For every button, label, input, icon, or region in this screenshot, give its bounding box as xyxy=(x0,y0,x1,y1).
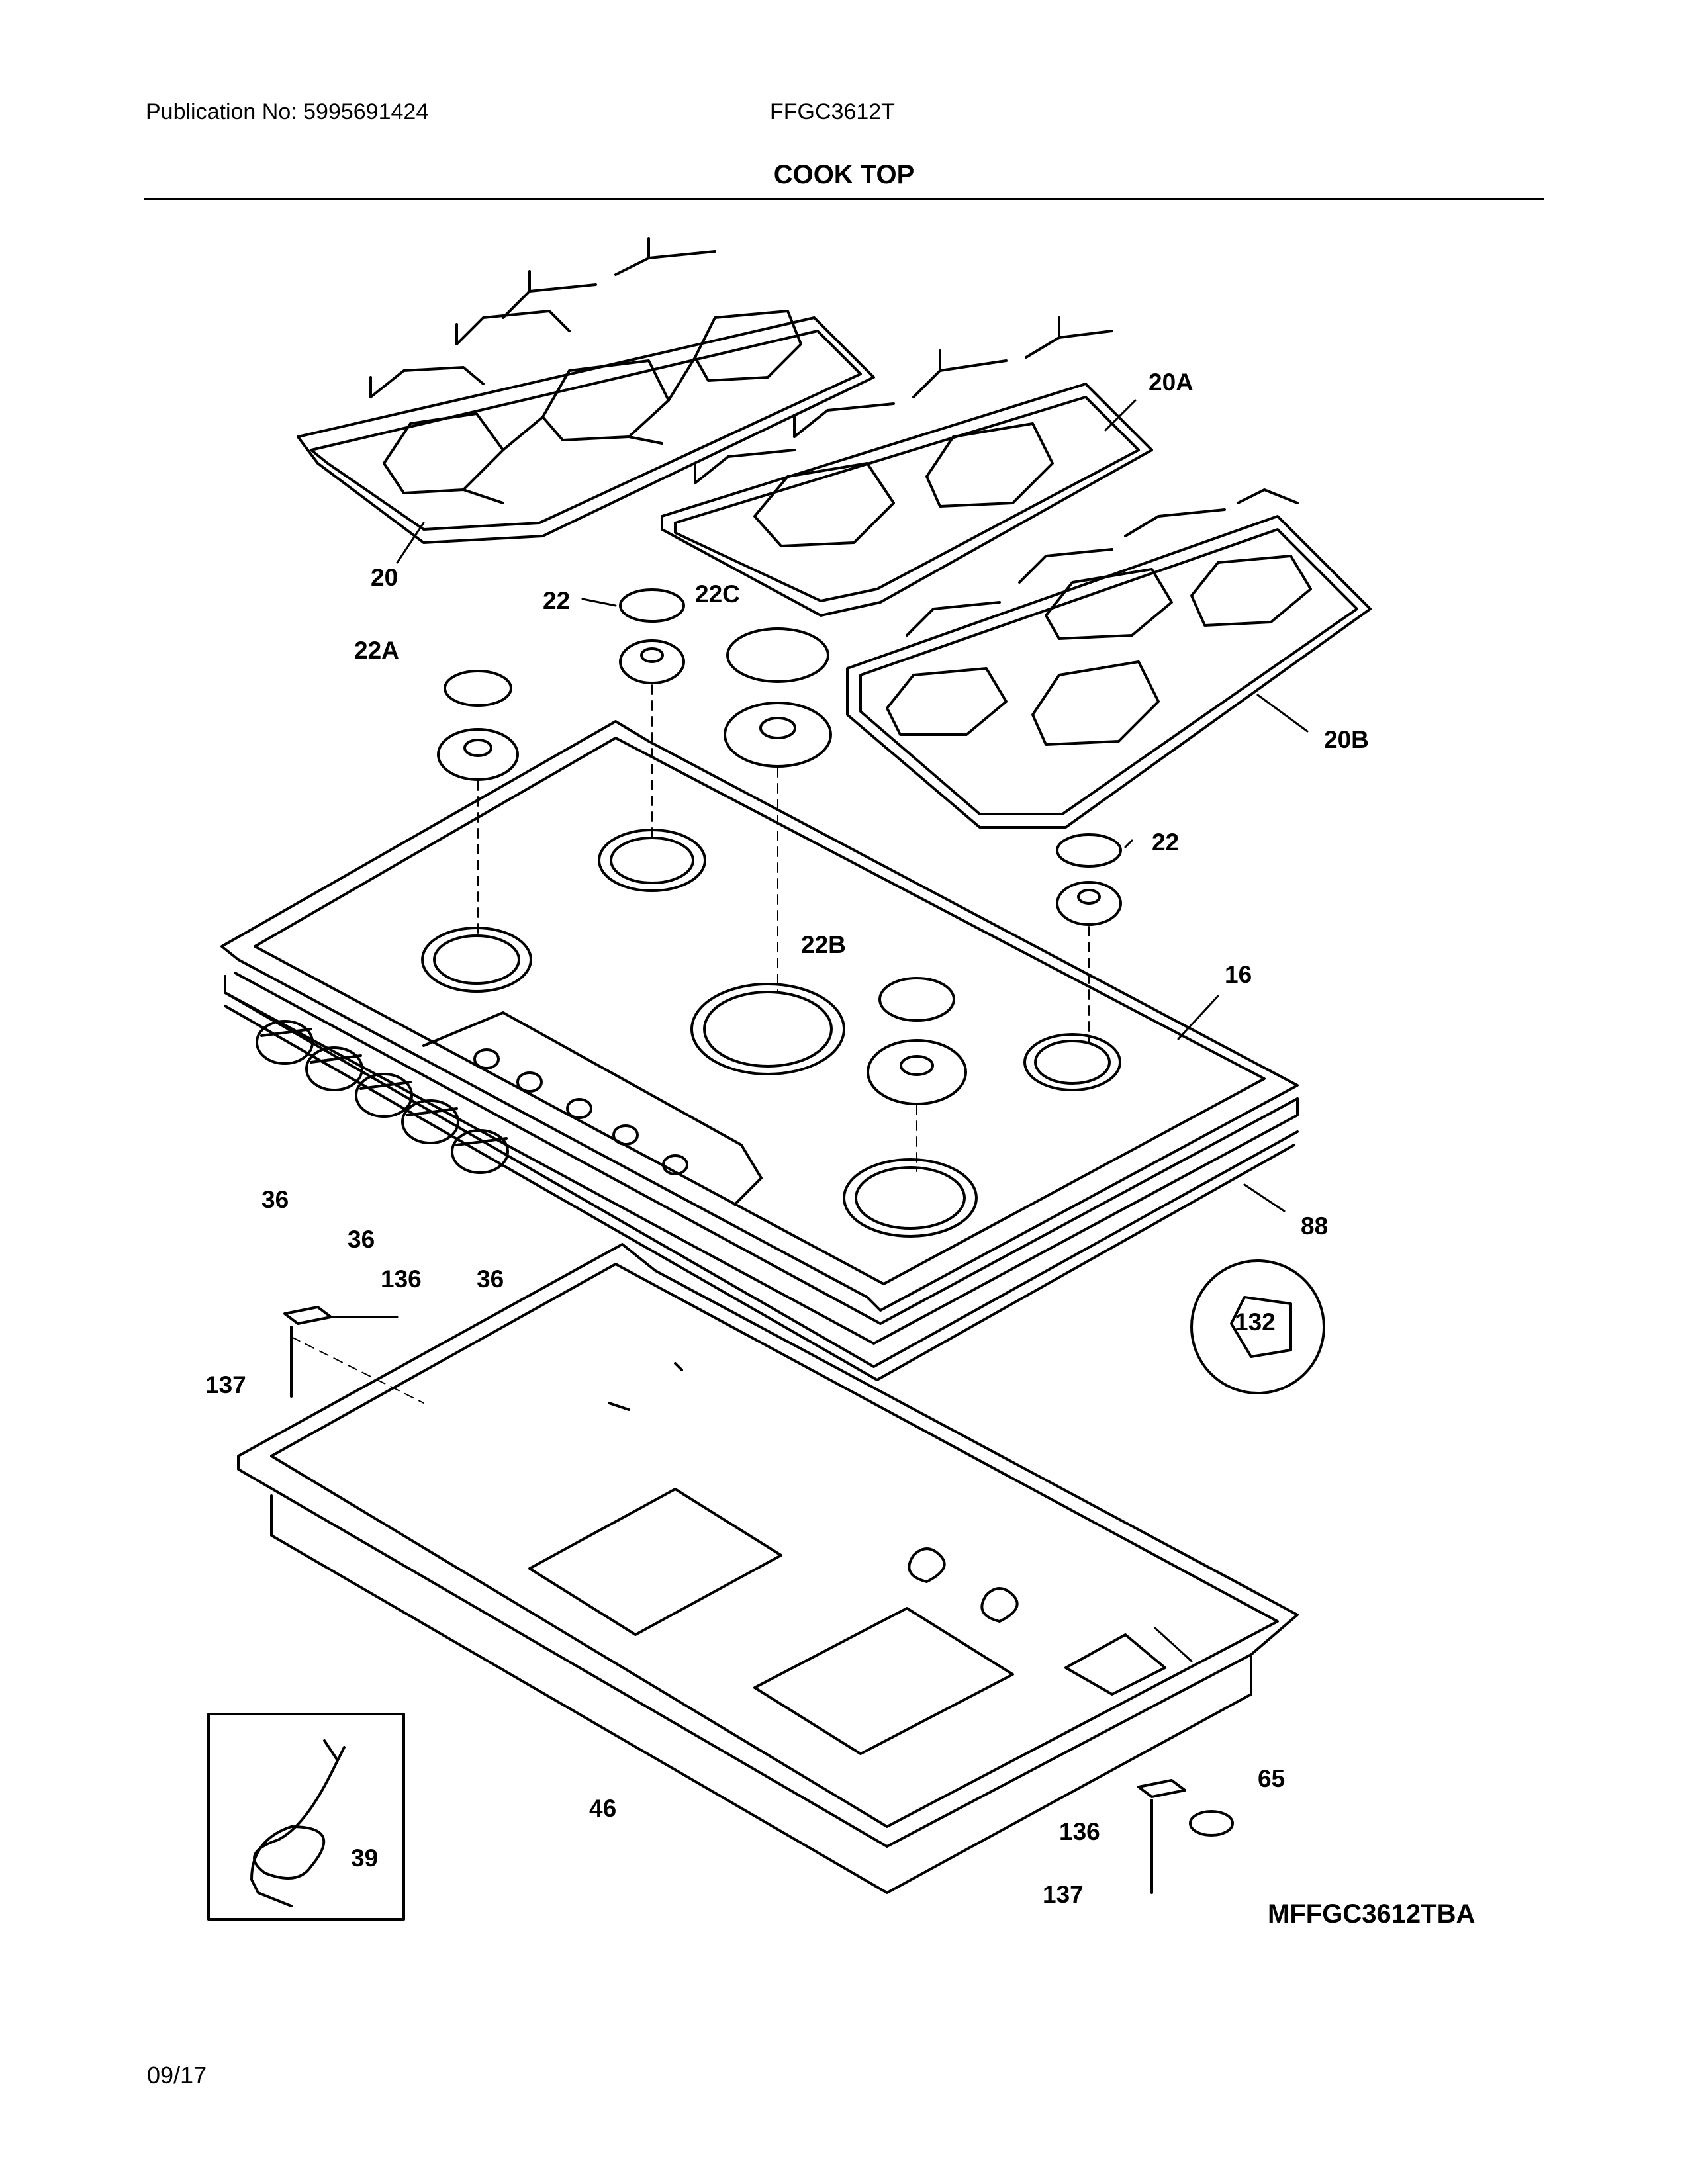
callout-36-b: 36 xyxy=(348,1226,375,1253)
grate-middle xyxy=(661,316,1153,617)
callout-22-right: 22 xyxy=(1152,829,1179,856)
callout-22-top: 22 xyxy=(543,587,570,614)
callout-136-right: 136 xyxy=(1059,1818,1100,1845)
base-pan xyxy=(237,1243,1299,1894)
callout-20b: 20B xyxy=(1324,726,1369,753)
callout-39: 39 xyxy=(351,1844,378,1872)
callout-136-left: 136 xyxy=(381,1265,422,1293)
callout-65: 65 xyxy=(1258,1765,1285,1792)
callout-22b: 22B xyxy=(801,931,846,958)
leader-lines xyxy=(330,399,1309,1662)
cord-inset-box xyxy=(207,1713,405,1921)
callout-20: 20 xyxy=(371,564,398,591)
callout-137-left: 137 xyxy=(205,1371,246,1398)
publication-number: Publication No: 5995691424 xyxy=(146,99,429,124)
callout-88: 88 xyxy=(1301,1212,1328,1240)
callout-22a: 22A xyxy=(354,637,399,664)
model-number: FFGC3612T xyxy=(770,99,895,124)
burner-parts xyxy=(437,588,1122,1105)
control-knobs xyxy=(256,1020,509,1174)
alignment-lines xyxy=(291,684,1090,1404)
small-hardware xyxy=(283,1259,1325,1894)
callout-137-right: 137 xyxy=(1043,1881,1084,1908)
cooktop-surface xyxy=(220,720,1299,1381)
grate-left xyxy=(297,237,875,544)
grate-right xyxy=(846,488,1372,829)
header-rule xyxy=(144,198,1544,200)
callout-16: 16 xyxy=(1225,961,1252,988)
diagram-code: MFFGC3612TBA xyxy=(1268,1899,1475,1929)
callout-36-c: 36 xyxy=(477,1265,504,1293)
callout-20a: 20A xyxy=(1149,369,1194,396)
callout-46: 46 xyxy=(589,1795,616,1822)
footer-date: 09/17 xyxy=(147,2062,207,2089)
callout-132: 132 xyxy=(1235,1308,1276,1336)
page-title: COOK TOP xyxy=(773,160,915,189)
callout-22c: 22C xyxy=(695,580,740,608)
callout-36-a: 36 xyxy=(261,1186,289,1213)
power-cord-drawing xyxy=(250,1739,346,1907)
